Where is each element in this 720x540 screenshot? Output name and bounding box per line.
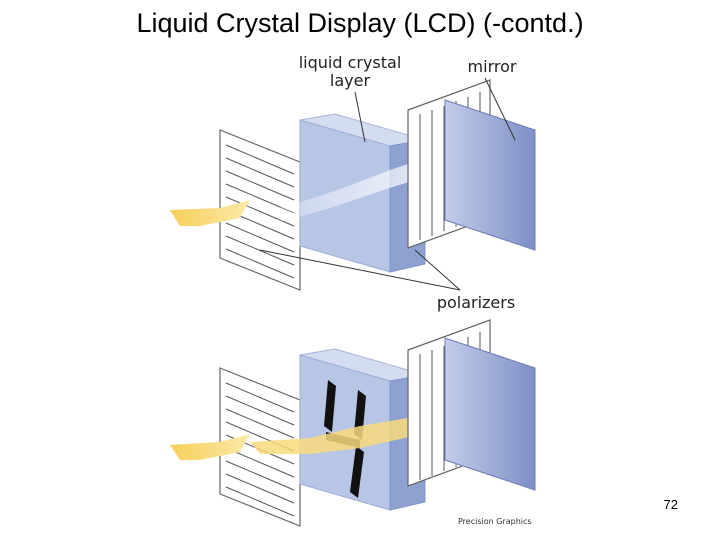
- polarizers-label: polarizers: [436, 293, 516, 312]
- mirror-label: mirror: [467, 57, 517, 76]
- page-number: 72: [663, 497, 678, 512]
- incoming-light-bottom: [170, 434, 250, 460]
- polarizer-leader-line-1: [414, 249, 461, 291]
- slide-title: Liquid Crystal Display (LCD) (-contd.): [136, 8, 584, 38]
- mirror-leader-line: [484, 77, 516, 141]
- liquid-crystal-layer-label: liquid crystal layer: [298, 53, 402, 90]
- incoming-light-top: [170, 200, 250, 226]
- mirror-bottom: [444, 337, 536, 491]
- crystal-leader-line: [354, 91, 366, 143]
- polarizer-leader-line-2: [259, 249, 461, 291]
- blocked-light-beam: [250, 410, 458, 454]
- lcd-diagram: liquid crystal layer mirror polarizers P…: [160, 50, 550, 530]
- lcd-diagram-svg: [170, 77, 536, 527]
- image-credit: Precision Graphics: [458, 517, 532, 526]
